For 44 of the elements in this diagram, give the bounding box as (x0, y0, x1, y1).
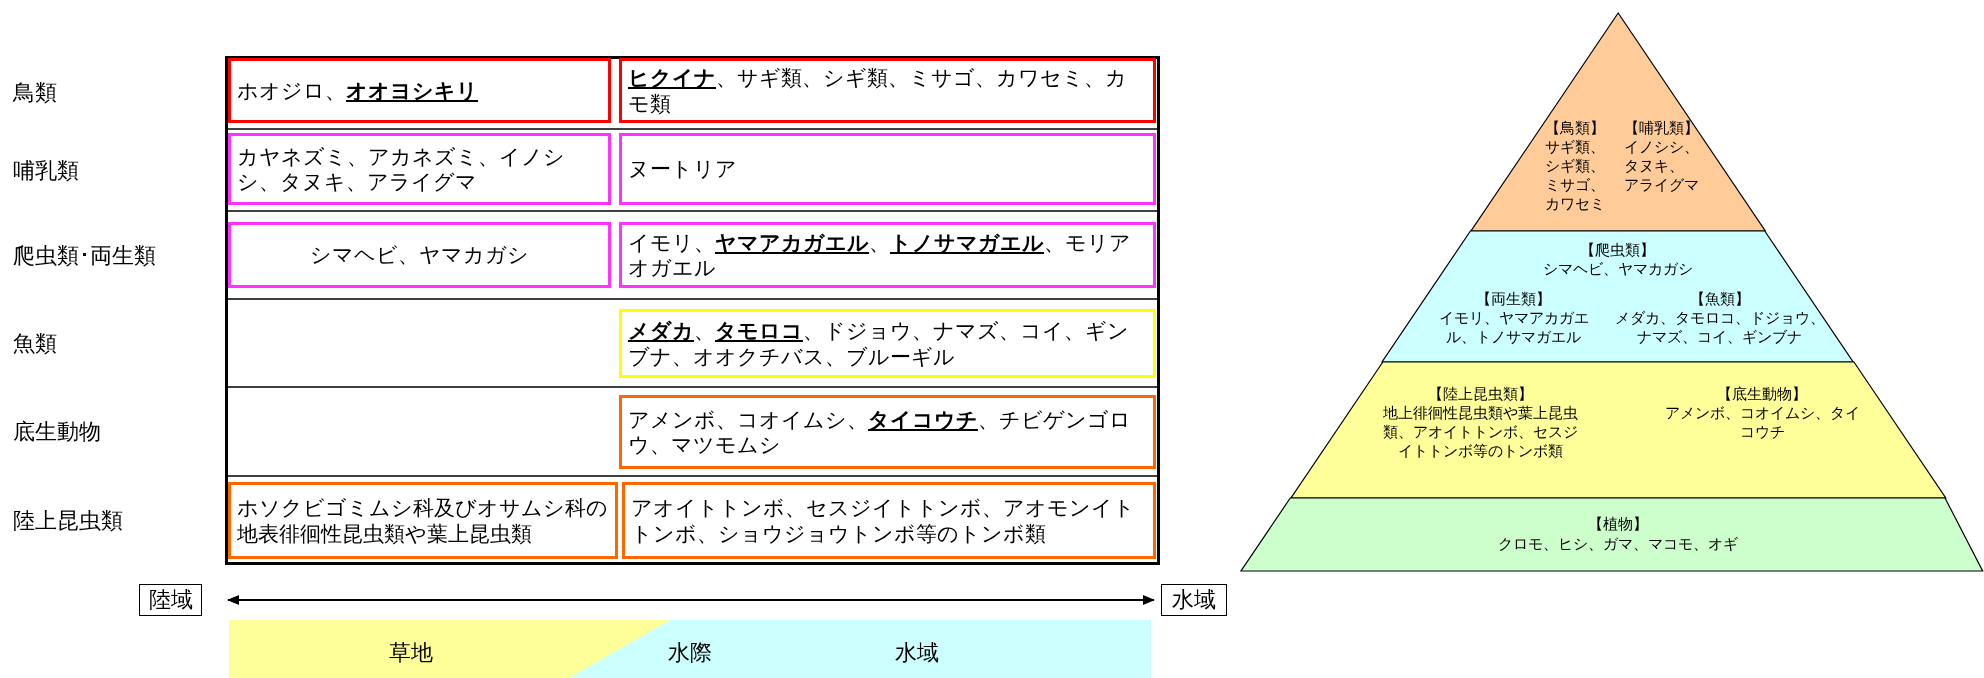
species-box: イモリ、ヤマアカガエル、トノサマガエル、モリアオガエル (619, 222, 1156, 288)
pyramid-tier (1290, 362, 1946, 498)
species-box: カヤネズミ、アカネズミ、イノシシ、タヌキ、アライグマ (228, 133, 611, 205)
tier-heading: 【両生類】 (1475, 289, 1553, 308)
species-box: ヒクイナ、サギ類、シギ類、ミサゴ、カワセミ、カモ類 (619, 58, 1156, 123)
row-label: 爬虫類･両生類 (13, 242, 156, 270)
tier-heading: 【陸上昆虫類】 (1426, 384, 1534, 403)
zone-label: 草地 (388, 639, 434, 667)
row-label: 魚類 (13, 330, 57, 358)
row-label: 底生動物 (13, 418, 101, 446)
species-list: シマヘビ、ヤマカガシ (1498, 259, 1738, 278)
species-box: メダカ、タモロコ、ドジョウ、ナマズ、コイ、ギンブナ、オオクチバス、ブルーギル (619, 309, 1156, 378)
zone-label: 水域 (894, 639, 940, 667)
zone-label: 水際 (667, 639, 713, 667)
species-box: シマヘビ、ヤマカガシ (228, 222, 611, 288)
tier-heading: 【爬虫類】 (1579, 240, 1657, 259)
species-list: サギ類、シギ類、ミサゴ、カワセミ (1545, 137, 1610, 213)
pyramid-tier (1241, 498, 1983, 571)
species-list: イノシシ、タヌキ、アライグマ (1624, 137, 1704, 194)
row-label: 哺乳類 (13, 157, 79, 185)
zone-tag: 陸域 (139, 584, 202, 616)
tier-heading: 【哺乳類】 (1624, 118, 1699, 137)
tier-heading: 【底生動物】 (1716, 384, 1808, 403)
double-arrow (227, 595, 1155, 605)
species-box: ホオジロ、オオヨシキリ (228, 58, 611, 123)
species-box: アオイトトンボ、セスジイトトンボ、アオモンイトトンボ、ショウジョウトンボ等のトンボ類 (622, 482, 1156, 559)
species-list: アメンボ、コオイムシ、タイコウチ (1663, 403, 1861, 441)
species-list: イモリ、ヤマアカガエル、トノサマガエル (1437, 308, 1591, 346)
tier-heading: 【植物】 (1587, 514, 1649, 533)
species-list: 地上徘徊性昆虫類や葉上昆虫類、アオイトトンボ、セスジイトトンボ等のトンボ類 (1381, 403, 1579, 460)
tier-heading: 【鳥類】 (1545, 118, 1605, 137)
row-label: 陸上昆虫類 (13, 507, 123, 535)
zone-tag: 水域 (1161, 584, 1227, 616)
pyramid-tier (1382, 231, 1854, 362)
species-list: メダカ、タモロコ、ドジョウ、ナマズ、コイ、ギンブナ (1613, 308, 1827, 346)
species-box: アメンボ、コオイムシ、タイコウチ、チビゲンゴロウ、マツモムシ (619, 395, 1156, 469)
species-box: ヌートリア (619, 133, 1156, 205)
species-box: ホソクビゴミムシ科及びオサムシ科の地表徘徊性昆虫類や葉上昆虫類 (228, 482, 618, 559)
species-list: クロモ、ヒシ、ガマ、マコモ、オギ (1498, 534, 1738, 553)
tier-heading: 【魚類】 (1689, 289, 1751, 308)
pyramid-tier (1470, 13, 1766, 231)
table-frame (225, 56, 1160, 565)
row-label: 鳥類 (13, 79, 57, 107)
habitat-band (229, 620, 1151, 678)
